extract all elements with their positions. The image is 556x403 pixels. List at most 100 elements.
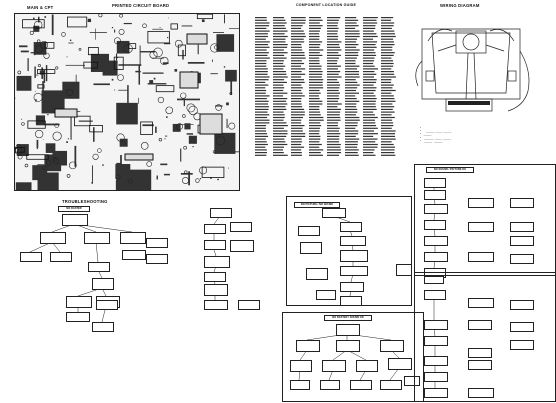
guide-entry (363, 65, 375, 67)
flowchart-box (300, 242, 322, 254)
flowchart-box (40, 232, 66, 244)
guide-entry (327, 44, 340, 46)
guide-entry (273, 103, 288, 105)
guide-entry (273, 30, 288, 32)
guide-entry (309, 25, 323, 27)
flowchart-box (210, 208, 232, 218)
component-location-guide (253, 9, 405, 157)
guide-entry (327, 38, 338, 40)
guide-entry (273, 92, 288, 94)
pcb-trace (34, 74, 39, 76)
pcb-trace (33, 25, 40, 32)
guide-entry (327, 116, 341, 119)
guide-entry (273, 44, 288, 46)
pcb-trace (142, 72, 164, 74)
wiring-notes: * * ______ _____ ______ * ______ * _____… (420, 127, 452, 143)
flowchart-box (204, 240, 226, 250)
guide-entry (273, 116, 285, 119)
pcb-trace (37, 69, 56, 74)
guide-entry (309, 114, 321, 116)
pcb-trace (179, 71, 199, 89)
guide-entry (255, 30, 270, 32)
guide-entry (363, 119, 376, 121)
guide-entry (327, 76, 342, 78)
guide-entry (309, 44, 321, 46)
guide-entry (291, 54, 305, 56)
guide-entry (381, 68, 392, 70)
guide-entry (255, 141, 267, 143)
pcb-trace (217, 178, 219, 181)
guide-entry (291, 52, 305, 54)
flowchart-box (306, 268, 328, 280)
pcb-trace (180, 148, 182, 162)
guide-entry (309, 141, 320, 143)
pcb-trace (188, 135, 197, 144)
guide-entry (363, 30, 374, 32)
guide-entry (291, 71, 302, 73)
guide-entry (363, 133, 378, 135)
flowchart-box (230, 222, 252, 232)
pcb-trace (30, 52, 37, 54)
pcb-trace (155, 126, 157, 133)
guide-entry (345, 119, 360, 121)
pcb-trace (35, 115, 46, 125)
pcb-trace (223, 14, 225, 24)
guide-entry (327, 54, 341, 56)
guide-entry (255, 95, 270, 97)
guide-entry (291, 25, 303, 27)
pcb-trace (228, 28, 239, 29)
pcb-trace (65, 88, 73, 96)
pcb-trace (66, 16, 88, 28)
pcb-trace (138, 97, 139, 104)
pcb-trace (43, 69, 46, 84)
guide-entry (273, 27, 286, 29)
guide-entry (345, 65, 360, 67)
guide-entry (255, 52, 269, 54)
guide-entry (363, 68, 378, 70)
guide-entry (327, 22, 339, 24)
flowchart-box (424, 252, 448, 262)
guide-entry (291, 79, 304, 81)
guide-entry (309, 35, 320, 38)
pcb-trace (117, 57, 119, 59)
guide-entry (291, 30, 304, 32)
guide-entry (363, 22, 378, 24)
guide-entry (291, 154, 302, 156)
pcb-trace (153, 77, 156, 80)
guide-entry (291, 122, 302, 124)
guide-entry (381, 149, 395, 151)
pcb-trace (33, 92, 43, 102)
pcb-trace (89, 32, 107, 33)
pcb-trace (34, 45, 43, 54)
flowchart-box (340, 236, 366, 246)
guide-entry (309, 149, 324, 151)
guide-entry (327, 149, 342, 151)
guide-entry (309, 65, 322, 67)
guide-entry (327, 111, 341, 113)
guide-entry (273, 125, 288, 127)
guide-entry (381, 60, 394, 62)
guide-entry (291, 27, 302, 29)
pcb-trace (201, 19, 205, 23)
guide-entry (255, 100, 269, 102)
guide-entry (345, 141, 358, 143)
guide-entry (327, 130, 340, 132)
guide-entry (291, 125, 305, 127)
flowchart-connector (95, 241, 99, 263)
guide-entry (309, 143, 322, 146)
guide-entry (327, 52, 339, 54)
guide-entry (381, 27, 392, 29)
guide-entry (381, 62, 394, 65)
guide-entry (327, 103, 342, 105)
flowchart-box (468, 198, 494, 208)
guide-entry (345, 30, 360, 32)
guide-entry (309, 73, 323, 75)
flowchart-box (66, 296, 92, 308)
guide-entry (327, 146, 341, 148)
pcb-trace (54, 123, 59, 128)
guide-entry (381, 143, 394, 146)
guide-entry (291, 49, 303, 51)
pcb-trace (52, 131, 62, 141)
guide-entry (381, 127, 392, 129)
guide-entry (345, 106, 357, 108)
